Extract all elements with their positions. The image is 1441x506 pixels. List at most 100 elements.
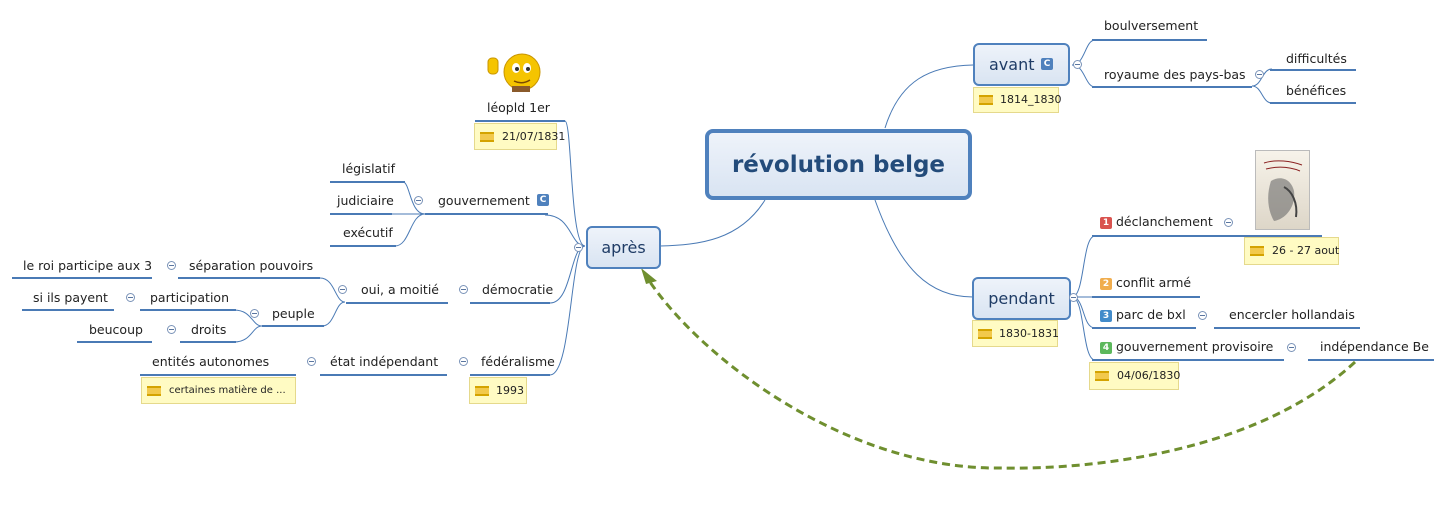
topic-apres[interactable]: après: [586, 226, 661, 269]
collapse-icon[interactable]: [1198, 311, 1207, 320]
underline: [77, 341, 152, 343]
note-federalisme[interactable]: 1993: [469, 377, 527, 404]
node-separation-pouvoirs[interactable]: séparation pouvoirs: [189, 258, 314, 273]
underline: [1308, 359, 1434, 361]
collapse-icon[interactable]: [459, 357, 468, 366]
collapse-icon[interactable]: [338, 285, 347, 294]
underline: [346, 302, 448, 304]
note-icon: [475, 385, 489, 396]
comment-icon[interactable]: C: [1041, 58, 1053, 70]
arrow-head: [641, 268, 657, 284]
topic-pendant[interactable]: pendant: [972, 277, 1071, 320]
central-topic[interactable]: révolution belge: [705, 129, 972, 200]
node-judiciaire[interactable]: judiciaire: [337, 193, 394, 208]
collapse-icon[interactable]: [574, 243, 583, 252]
underline: [22, 309, 114, 311]
underline: [180, 341, 236, 343]
underline: [470, 302, 550, 304]
node-entites-autonomes[interactable]: entités autonomes: [152, 354, 270, 369]
note-icon: [978, 328, 992, 339]
note-gouvernement-provisoire[interactable]: 04/06/1830: [1089, 362, 1180, 390]
note-icon: [1095, 371, 1109, 381]
smiley-icon: [484, 48, 546, 96]
node-gouvernement[interactable]: gouvernement: [438, 193, 530, 208]
topic-apres-label: après: [601, 238, 646, 257]
underline: [140, 374, 296, 376]
relationship-arrow: [644, 275, 1357, 470]
node-si-ils-payent[interactable]: si ils payent: [33, 290, 108, 305]
collapse-icon[interactable]: [1287, 343, 1296, 352]
topic-pendant-label: pendant: [988, 289, 1055, 308]
node-droits[interactable]: droits: [191, 322, 227, 337]
node-oui-a-moitie[interactable]: oui, a moitié: [361, 282, 439, 297]
underline: [1092, 296, 1200, 298]
node-executif[interactable]: exécutif: [343, 225, 393, 240]
node-difficultes[interactable]: difficultés: [1286, 51, 1347, 66]
underline: [1092, 235, 1322, 237]
node-roi-participe[interactable]: le roi participe aux 3: [23, 258, 153, 273]
priority-3-icon: 3: [1100, 310, 1112, 322]
note-icon: [979, 95, 993, 105]
collapse-icon[interactable]: [307, 357, 316, 366]
central-topic-label: révolution belge: [731, 152, 946, 178]
topic-avant[interactable]: avant: [973, 43, 1070, 86]
collapse-icon[interactable]: [1224, 218, 1233, 227]
underline: [470, 374, 550, 376]
node-beucoup[interactable]: beucoup: [89, 322, 143, 337]
collapse-icon[interactable]: [459, 285, 468, 294]
underline: [425, 213, 548, 215]
comment-icon[interactable]: C: [537, 194, 549, 206]
node-etat-independant[interactable]: état indépendant: [330, 354, 439, 369]
underline: [1270, 69, 1356, 71]
collapse-icon[interactable]: [167, 325, 176, 334]
note-icon: [480, 131, 494, 142]
note-entites-autonomes[interactable]: certaines matière de ...: [141, 377, 296, 404]
underline: [1092, 39, 1207, 41]
underline: [330, 245, 396, 247]
collapse-icon[interactable]: [414, 196, 423, 205]
underline: [330, 181, 405, 183]
node-peuple[interactable]: peuple: [272, 306, 315, 321]
collapse-icon[interactable]: [1255, 70, 1264, 79]
poster-drawing: [1263, 160, 1303, 221]
note-leopold[interactable]: 21/07/1831: [474, 123, 565, 150]
node-federalisme[interactable]: fédéralisme: [481, 354, 555, 369]
underline: [320, 374, 447, 376]
node-benefices[interactable]: bénéfices: [1286, 83, 1347, 98]
node-independance-be[interactable]: indépendance Be: [1320, 339, 1429, 354]
priority-4-icon: 4: [1100, 342, 1112, 354]
underline: [1092, 327, 1196, 329]
underline: [475, 120, 565, 122]
note-icon: [1250, 246, 1264, 256]
underline: [1270, 102, 1356, 104]
smiley-drawing: [487, 53, 541, 92]
node-leopold[interactable]: léopld 1er: [487, 100, 550, 115]
node-boulversement[interactable]: boulversement: [1104, 18, 1199, 33]
node-encercler-hollandais[interactable]: encercler hollandais: [1229, 307, 1355, 322]
node-democratie[interactable]: démocratie: [482, 282, 554, 297]
note-declanchement[interactable]: 26 - 27 aout: [1244, 237, 1339, 265]
priority-1-icon: 1: [1100, 217, 1112, 229]
collapse-icon[interactable]: [1073, 60, 1082, 69]
collapse-icon[interactable]: [250, 309, 259, 318]
node-participation[interactable]: participation: [150, 290, 229, 305]
node-royaume[interactable]: royaume des pays-bas: [1104, 67, 1246, 82]
underline: [1092, 86, 1252, 88]
collapse-icon[interactable]: [126, 293, 135, 302]
topic-avant-label: avant: [989, 55, 1035, 74]
underline: [330, 213, 392, 215]
collapse-icon[interactable]: [1069, 293, 1078, 302]
note-avant[interactable]: 1814_1830: [973, 87, 1062, 113]
underline: [178, 277, 320, 279]
priority-2-icon: 2: [1100, 278, 1112, 290]
underline: [262, 325, 324, 327]
note-icon: [147, 385, 161, 396]
collapse-icon[interactable]: [167, 261, 176, 270]
underline: [1092, 359, 1284, 361]
node-legislatif[interactable]: législatif: [342, 161, 395, 176]
note-pendant[interactable]: 1830-1831: [972, 320, 1059, 347]
